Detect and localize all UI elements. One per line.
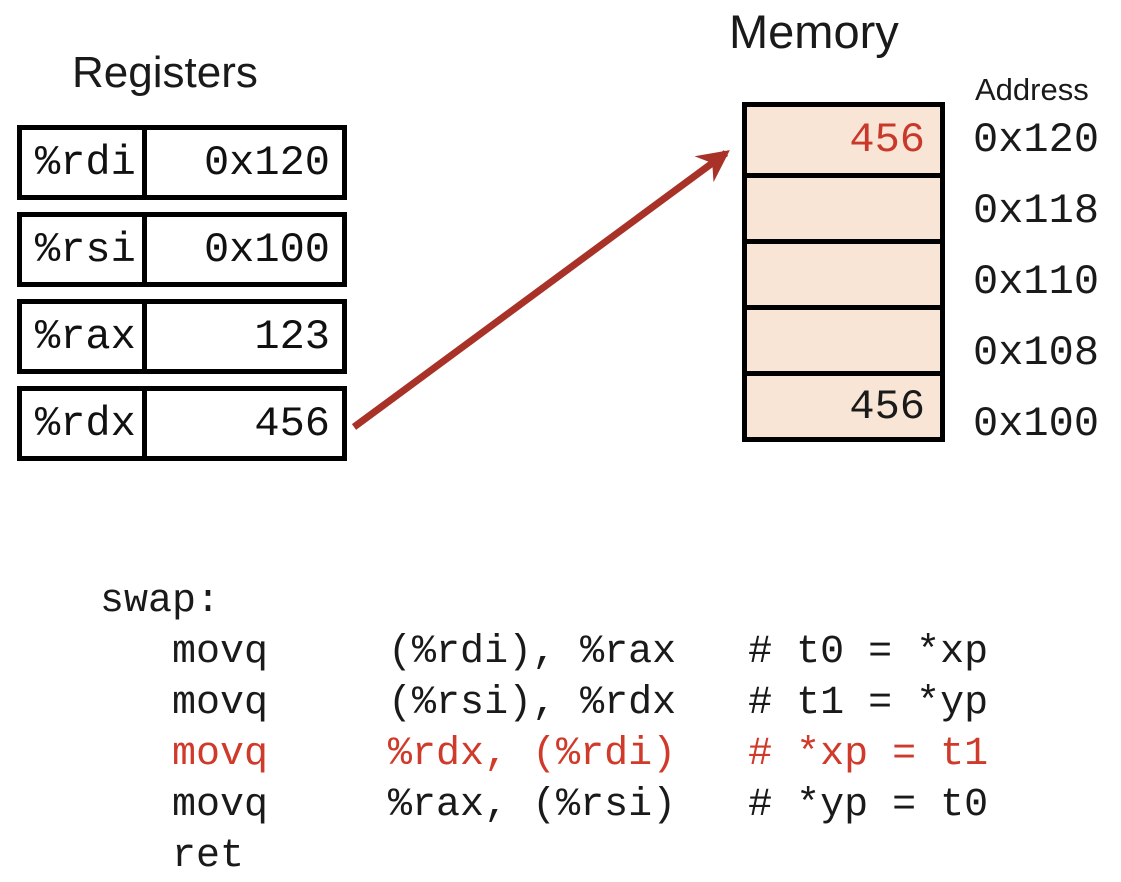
registers-table: %rdi 0x120 %rsi 0x100 %rax 123 %rdx 456 [17,125,347,461]
register-name-rsi: %rsi [22,217,147,282]
memory-table: 456 456 [742,102,945,442]
register-value-rdx: 456 [254,399,330,448]
code-line-ret: ret [100,834,245,879]
register-row-rdi: %rdi 0x120 [17,125,347,200]
code-line-movq-3-highlighted: movq %rdx, (%rdi) # *xp = t1 [100,732,989,777]
code-line-movq-1: movq (%rdi), %rax # t0 = *xp [100,630,989,675]
assembly-code-block: swap: movq (%rdi), %rax # t0 = *xp movq … [100,576,988,882]
address-label-0x100: 0x100 [973,400,1100,448]
code-line-movq-4: movq %rax, (%rsi) # *yp = t0 [100,783,989,828]
register-row-rdx: %rdx 456 [17,386,347,461]
memory-cell-0x108 [747,305,940,371]
register-name-rdi: %rdi [22,130,147,195]
code-line-movq-2: movq (%rsi), %rdx # t1 = *yp [100,681,989,726]
register-value-rax: 123 [254,312,330,361]
register-row-rax: %rax 123 [17,299,347,374]
memory-title: Memory [729,5,899,58]
memory-cell-0x100: 456 [747,371,940,437]
register-value-rdi: 0x120 [203,138,330,187]
address-label-0x118: 0x118 [973,187,1100,235]
memory-cell-0x110 [747,239,940,305]
register-name-rdx: %rdx [22,391,147,456]
registers-title: Registers [72,48,258,97]
register-name-rax: %rax [22,304,147,369]
memory-cell-0x118 [747,173,940,239]
register-value-rsi: 0x100 [203,225,330,274]
address-label-0x120: 0x120 [973,116,1100,164]
code-line-swap-label: swap: [100,579,221,624]
address-label-0x108: 0x108 [973,329,1100,377]
address-column-title: Address [975,72,1089,107]
address-label-0x110: 0x110 [973,258,1100,306]
register-row-rsi: %rsi 0x100 [17,212,347,287]
arrow-line [351,150,730,430]
memory-cell-0x120: 456 [849,116,925,164]
